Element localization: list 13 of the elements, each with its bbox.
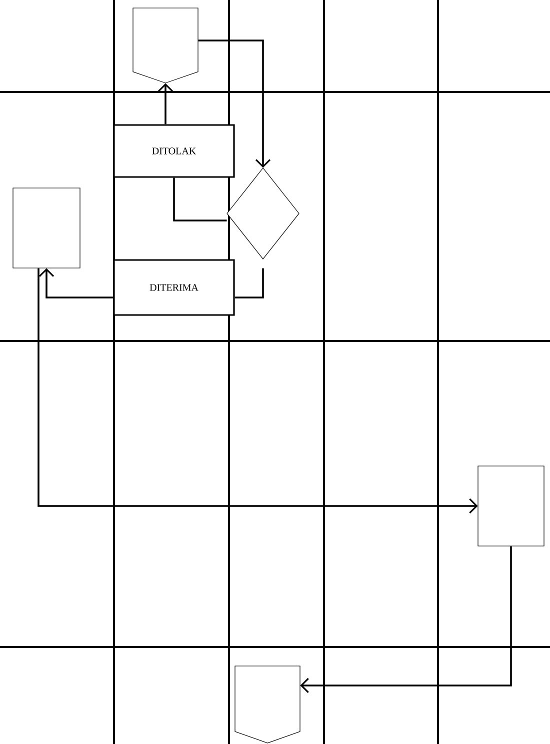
arrow bbox=[38, 268, 114, 298]
arrow bbox=[158, 83, 174, 124]
decision-diamond bbox=[226, 168, 300, 260]
process-box bbox=[478, 466, 544, 546]
arrow bbox=[38, 268, 478, 514]
off-page-connector bbox=[234, 666, 300, 744]
process-box: DITERIMA bbox=[113, 259, 235, 316]
process-box: DITOLAK bbox=[113, 124, 235, 178]
arrow bbox=[300, 546, 512, 694]
arrow bbox=[198, 40, 271, 168]
off-page-connector bbox=[132, 8, 198, 84]
arrow bbox=[234, 268, 264, 298]
process-box bbox=[12, 188, 80, 268]
